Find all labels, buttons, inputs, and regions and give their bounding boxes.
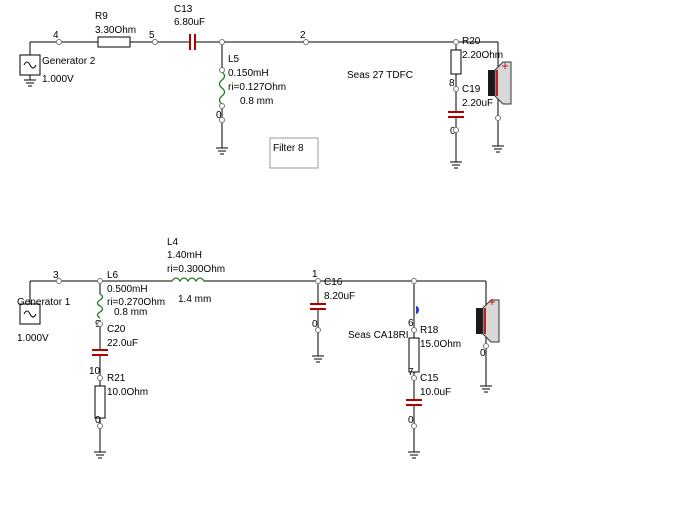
c16-name: C16 (324, 277, 343, 288)
l5-ri: ri=0.127Ohm (228, 82, 286, 93)
tweeter-label: Seas 27 TDFC (347, 70, 413, 81)
node-4: 4 (53, 30, 59, 41)
ground-l5 (216, 147, 228, 155)
generator-2-source[interactable] (19, 54, 41, 87)
capacitor-c20[interactable] (92, 349, 108, 356)
node-0-l5: 0 (216, 110, 222, 121)
top-circuit: Generator 2 1.000V R9 3.30Ohm C13 6.80uF… (19, 4, 512, 169)
c13-value: 6.80uF (174, 17, 205, 28)
r20-value: 2.20Ohm (462, 50, 503, 61)
node-1: 1 (312, 269, 318, 280)
capacitor-c13[interactable] (189, 34, 196, 50)
capacitor-c16[interactable] (310, 303, 326, 310)
l6-name: L6 (107, 270, 119, 281)
l6-value: 0.500mH (107, 284, 148, 295)
node-0-spk: 0 (480, 348, 486, 359)
speaker-woofer[interactable] (476, 299, 500, 343)
generator-2-name: Generator 2 (42, 56, 96, 67)
c16-value: 8.20uF (324, 291, 355, 302)
r18-value: 15.0Ohm (420, 339, 461, 350)
node-2: 2 (300, 30, 306, 41)
c20-value: 22.0uF (107, 338, 138, 349)
l5-value: 0.150mH (228, 68, 269, 79)
node-0-c15: 0 (408, 415, 414, 426)
inductor-l5[interactable] (218, 71, 226, 105)
node-3: 3 (53, 270, 59, 281)
ground-c19 (450, 161, 462, 169)
l4-ri: ri=0.300Ohm (167, 264, 225, 275)
woofer-label: Seas CA18RI (348, 330, 409, 341)
resistor-r9[interactable] (97, 36, 131, 48)
node-6: 6 (408, 318, 414, 329)
ground-woofer (480, 385, 492, 393)
ground-c16 (312, 355, 324, 363)
c13-name: C13 (174, 4, 193, 15)
generator-2-voltage: 1.000V (42, 74, 74, 85)
filter-8-label: Filter 8 (273, 143, 304, 154)
l4-wire: 1.4 mm (178, 294, 211, 305)
capacitor-c15[interactable] (406, 399, 422, 406)
l6-wire: 0.8 mm (114, 307, 147, 318)
inductor-l6[interactable] (96, 293, 104, 319)
c20-name: C20 (107, 324, 126, 335)
node-8: 8 (449, 78, 455, 89)
node-0-r21: 0 (95, 415, 101, 426)
node-0-c19: 0 (450, 126, 456, 137)
generator-1-source[interactable] (19, 303, 41, 325)
resistor-r20[interactable] (450, 49, 462, 75)
r9-name: R9 (95, 11, 108, 22)
probe-marker[interactable] (416, 306, 419, 314)
r9-value: 3.30Ohm (95, 25, 136, 36)
r18-name: R18 (420, 325, 439, 336)
resistor-r21[interactable] (94, 385, 106, 419)
ground-r21 (94, 451, 106, 459)
node-10: 10 (89, 366, 101, 377)
node-5: 5 (149, 30, 155, 41)
resistor-r18[interactable] (408, 337, 420, 373)
inductor-l4[interactable] (171, 277, 205, 283)
generator-1-voltage: 1.000V (17, 333, 49, 344)
c19-name: C19 (462, 84, 481, 95)
ground-tweeter (492, 145, 504, 153)
bottom-circuit: Generator 1 1.000V L6 0.500mH ri=0.270Oh… (17, 237, 500, 459)
l5-wire: 0.8 mm (240, 96, 273, 107)
l6-ri: ri=0.270Ohm (107, 297, 165, 308)
node-7: 7 (408, 367, 414, 378)
c15-name: C15 (420, 373, 439, 384)
r20-name: R20 (462, 36, 481, 47)
r21-value: 10.0Ohm (107, 387, 148, 398)
node-0-c16: 0 (312, 319, 318, 330)
l5-name: L5 (228, 54, 240, 65)
l4-value: 1.40mH (167, 250, 202, 261)
capacitor-c19[interactable] (448, 111, 464, 118)
generator-1-name: Generator 1 (17, 297, 71, 308)
c15-value: 10.0uF (420, 387, 451, 398)
speaker-tweeter[interactable] (488, 61, 512, 105)
r21-name: R21 (107, 373, 126, 384)
ground-c15 (408, 451, 420, 459)
c19-value: 2.20uF (462, 98, 493, 109)
filter-8-box[interactable] (269, 137, 319, 169)
l4-name: L4 (167, 237, 179, 248)
